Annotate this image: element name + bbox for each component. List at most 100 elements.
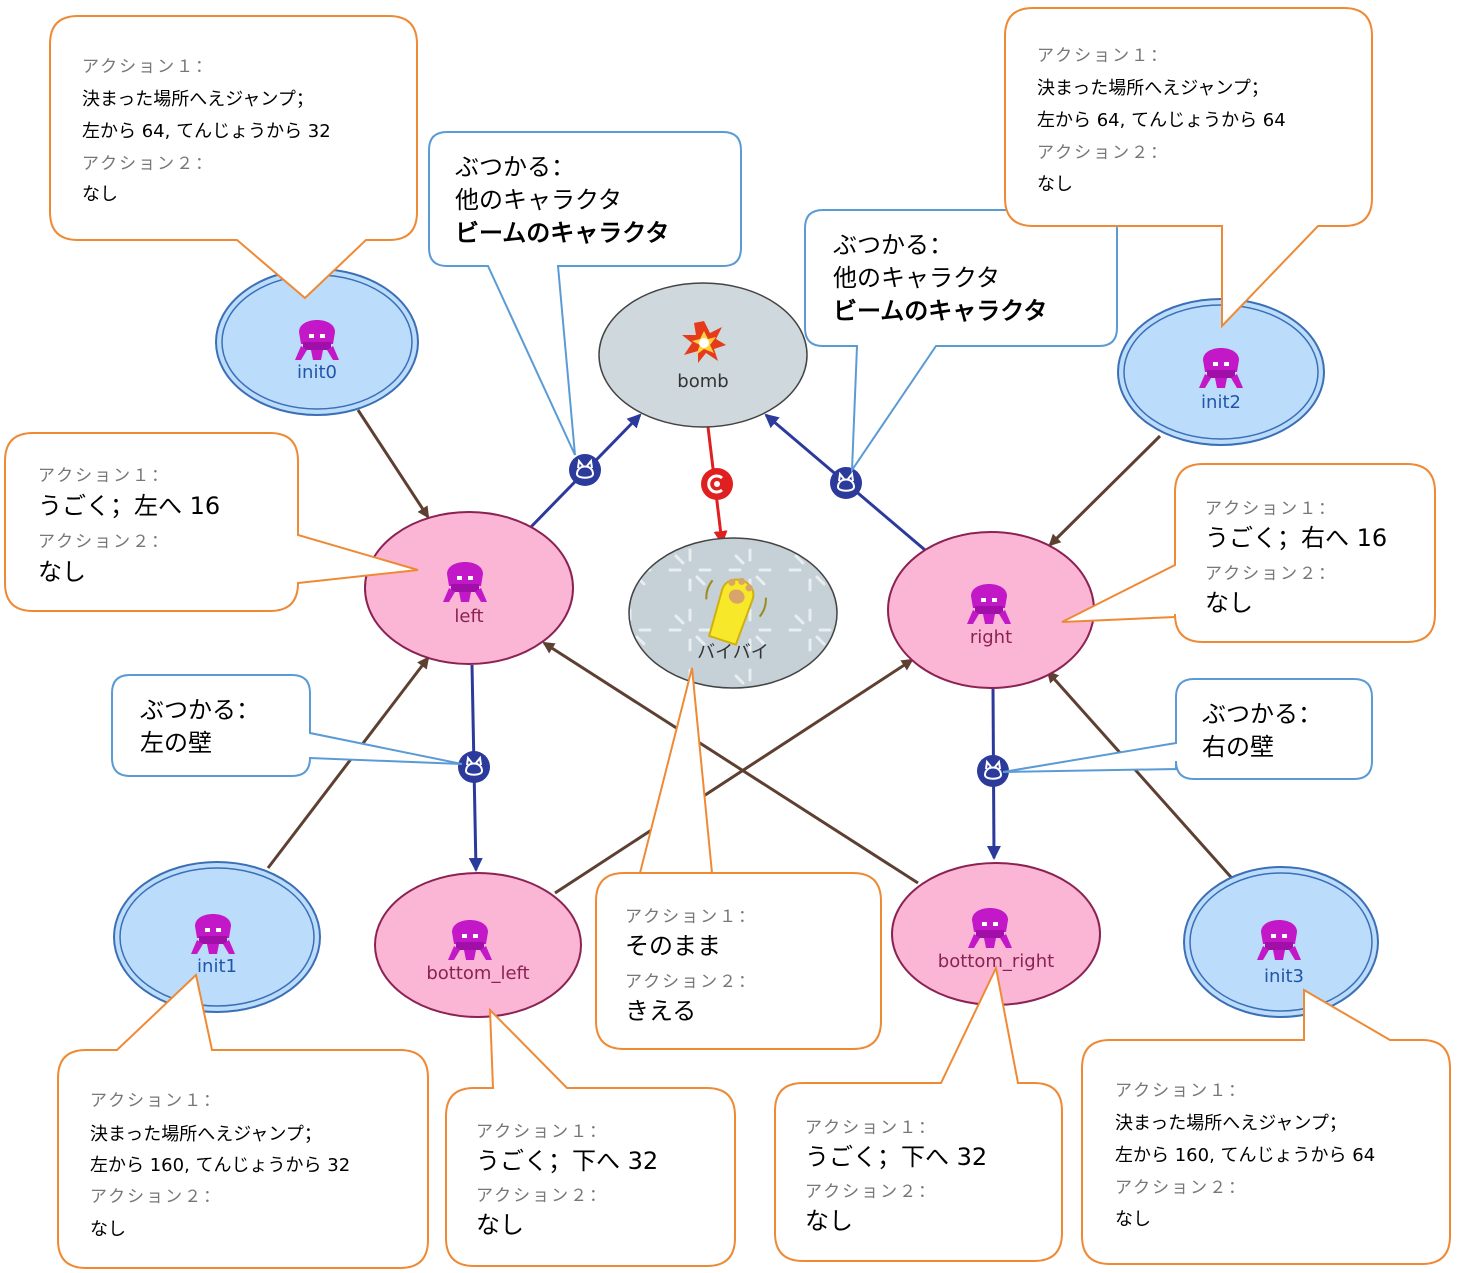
edge-init2-to-right xyxy=(1048,434,1162,547)
action-callout-right: アクション１： うごく；右へ 16 アクション２： なし xyxy=(1061,463,1436,643)
edge-init0-to-left xyxy=(356,409,430,519)
condition-line: 右の壁 xyxy=(1202,733,1274,761)
node-bottom-left[interactable]: bottom_left xyxy=(374,872,582,1018)
action2-text: なし xyxy=(1037,174,1073,195)
condition-line: 他のキャラクタ xyxy=(455,186,622,214)
crab-character-icon xyxy=(1257,920,1301,960)
crab-character-icon xyxy=(443,562,487,602)
edge-init1-to-left xyxy=(266,656,430,869)
node-right[interactable]: right xyxy=(887,531,1095,689)
action2-text: なし xyxy=(90,1219,126,1240)
explosion-icon xyxy=(682,321,726,363)
collision-condition-icon[interactable] xyxy=(829,466,863,500)
action1-label: アクション１： xyxy=(82,57,214,77)
action-callout-bottom-right: アクション１： うごく；下へ 32 アクション２： なし xyxy=(774,964,1063,1262)
condition-line: ビームのキャラクタ xyxy=(833,297,1047,325)
action2-text: なし xyxy=(476,1211,524,1239)
action1-label: アクション１： xyxy=(476,1122,608,1142)
action-callout-init0: アクション１： 決まった場所へえジャンプ； 左から 64, てんじょうから 32… xyxy=(49,15,418,300)
node-label: bomb xyxy=(677,371,728,392)
action1-text: 左から 160, てんじょうから 32 xyxy=(90,1155,350,1176)
action1-text: うごく；下へ 32 xyxy=(805,1143,987,1171)
action1-label: アクション１： xyxy=(1115,1081,1247,1101)
crab-character-icon xyxy=(1199,348,1243,388)
crab-character-icon xyxy=(191,914,235,954)
condition-line: 左の壁 xyxy=(140,729,212,757)
action2-label: アクション２： xyxy=(476,1186,608,1206)
node-byebye[interactable]: バイバイ xyxy=(628,537,838,689)
condition-line: ぶつかる： xyxy=(455,153,575,181)
action-callout-init3: アクション１： 決まった場所へえジャンプ； 左から 160, てんじょうから 6… xyxy=(1081,988,1451,1265)
crab-character-icon xyxy=(448,920,492,960)
timer-condition-icon[interactable] xyxy=(701,468,733,500)
node-label: init3 xyxy=(1264,966,1304,987)
action-callout-bottom-left: アクション１： うごく；下へ 32 アクション２： なし xyxy=(445,1007,736,1267)
node-label: init0 xyxy=(297,362,337,383)
action-callout-init1: アクション１： 決まった場所へえジャンプ； 左から 160, てんじょうから 3… xyxy=(57,973,429,1269)
action1-text: 左から 160, てんじょうから 64 xyxy=(1115,1145,1375,1166)
crab-character-icon xyxy=(295,320,339,360)
action1-label: アクション１： xyxy=(1037,46,1169,66)
condition-callout-left-wall: ぶつかる： 左の壁 xyxy=(111,674,463,777)
action1-label: アクション１： xyxy=(805,1118,937,1138)
action-callout-left: アクション１： うごく；左へ 16 アクション２： なし xyxy=(4,432,419,612)
action2-label: アクション２： xyxy=(38,532,170,552)
node-label: bottom_left xyxy=(426,963,529,984)
node-label: init1 xyxy=(197,956,237,977)
action1-label: アクション１： xyxy=(90,1091,222,1111)
edge-bottom-left-to-right xyxy=(554,658,914,895)
action1-text: そのまま xyxy=(625,932,721,960)
waving-paw-icon xyxy=(705,577,767,646)
node-label: left xyxy=(454,606,483,627)
action2-label: アクション２： xyxy=(805,1182,937,1202)
condition-callout-right-wall: ぶつかる： 右の壁 xyxy=(1002,678,1373,780)
node-bomb[interactable]: bomb xyxy=(598,282,808,428)
action2-label: アクション２： xyxy=(82,154,214,174)
edges xyxy=(266,409,1240,895)
crab-character-icon xyxy=(968,908,1012,948)
collision-condition-icon[interactable] xyxy=(457,750,491,784)
action1-text: うごく；左へ 16 xyxy=(38,492,220,520)
action2-label: アクション２： xyxy=(1205,564,1337,584)
action1-text: うごく；右へ 16 xyxy=(1205,524,1387,552)
edge-init3-to-right xyxy=(1046,670,1240,886)
node-label: right xyxy=(970,627,1012,648)
node-label: bottom_right xyxy=(938,951,1054,972)
node-init0[interactable]: init0 xyxy=(215,268,419,416)
condition-line: ぶつかる： xyxy=(1202,700,1322,728)
condition-line: ぶつかる： xyxy=(833,231,953,259)
edge-bottom-right-to-left xyxy=(542,641,919,885)
condition-callout-bomb-right: ぶつかる： 他のキャラクタ ビームのキャラクタ xyxy=(804,209,1118,474)
action1-text: 左から 64, てんじょうから 32 xyxy=(82,121,331,142)
node-init2[interactable]: init2 xyxy=(1117,298,1325,446)
collision-condition-icon[interactable] xyxy=(568,453,602,487)
action1-label: アクション１： xyxy=(38,466,170,486)
action1-text: 左から 64, てんじょうから 64 xyxy=(1037,110,1286,131)
action2-text: なし xyxy=(1115,1209,1151,1230)
action2-text: なし xyxy=(82,184,118,205)
action1-text: 決まった場所へえジャンプ； xyxy=(90,1124,322,1145)
node-bottom-right[interactable]: bottom_right xyxy=(891,862,1101,1006)
action-callout-byebye: アクション１： そのまま アクション２： きえる xyxy=(595,667,882,1050)
node-init3[interactable]: init3 xyxy=(1183,866,1379,1018)
action2-label: アクション２： xyxy=(1037,143,1169,163)
action2-label: アクション２： xyxy=(625,972,757,992)
action2-text: きえる xyxy=(625,997,696,1025)
action1-text: 決まった場所へえジャンプ； xyxy=(1037,78,1269,99)
action1-text: 決まった場所へえジャンプ； xyxy=(1115,1113,1347,1134)
action2-text: なし xyxy=(38,558,86,586)
condition-line: ビームのキャラクタ xyxy=(455,219,669,247)
action1-text: 決まった場所へえジャンプ； xyxy=(82,89,314,110)
condition-line: 他のキャラクタ xyxy=(833,264,1000,292)
action2-label: アクション２： xyxy=(90,1187,222,1207)
action1-label: アクション１： xyxy=(625,907,757,927)
action2-text: なし xyxy=(805,1207,853,1235)
condition-line: ぶつかる： xyxy=(140,696,260,724)
node-left[interactable]: left xyxy=(364,511,574,665)
condition-callout-bomb-left: ぶつかる： 他のキャラクタ ビームのキャラクタ xyxy=(428,131,742,456)
node-init1[interactable]: init1 xyxy=(113,861,321,1013)
action-callout-init2: アクション１： 決まった場所へえジャンプ； 左から 64, てんじょうから 64… xyxy=(1004,7,1373,329)
node-label: バイバイ xyxy=(697,642,769,663)
crab-character-icon xyxy=(967,584,1011,624)
